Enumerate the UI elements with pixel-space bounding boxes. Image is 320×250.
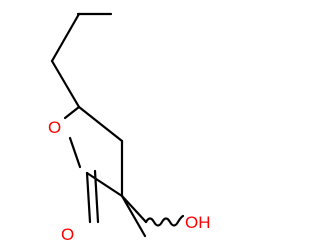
wavy-bond — [144, 214, 185, 227]
bond-carbonyl-1 — [85, 171, 92, 224]
molecule-structure: O O OH — [48, 12, 211, 244]
bond-c5-c4 — [77, 105, 124, 143]
carbonyl-oxygen-label: O — [61, 225, 74, 244]
bond-carbonyl-2 — [93, 169, 100, 224]
bond-c2-o1 — [68, 136, 82, 169]
bond-exocyclic-double-1 — [120, 194, 148, 224]
bond-propyl-ch2-ch2 — [50, 12, 81, 63]
bond-c5-o1 — [63, 105, 81, 120]
bond-c3-c2 — [85, 171, 124, 198]
hydroxyl-label: OH — [185, 213, 211, 232]
bond-propyl-to-ring — [50, 59, 81, 109]
bond-exocyclic-double-2 — [120, 194, 147, 238]
ring-oxygen-label: O — [48, 118, 61, 137]
